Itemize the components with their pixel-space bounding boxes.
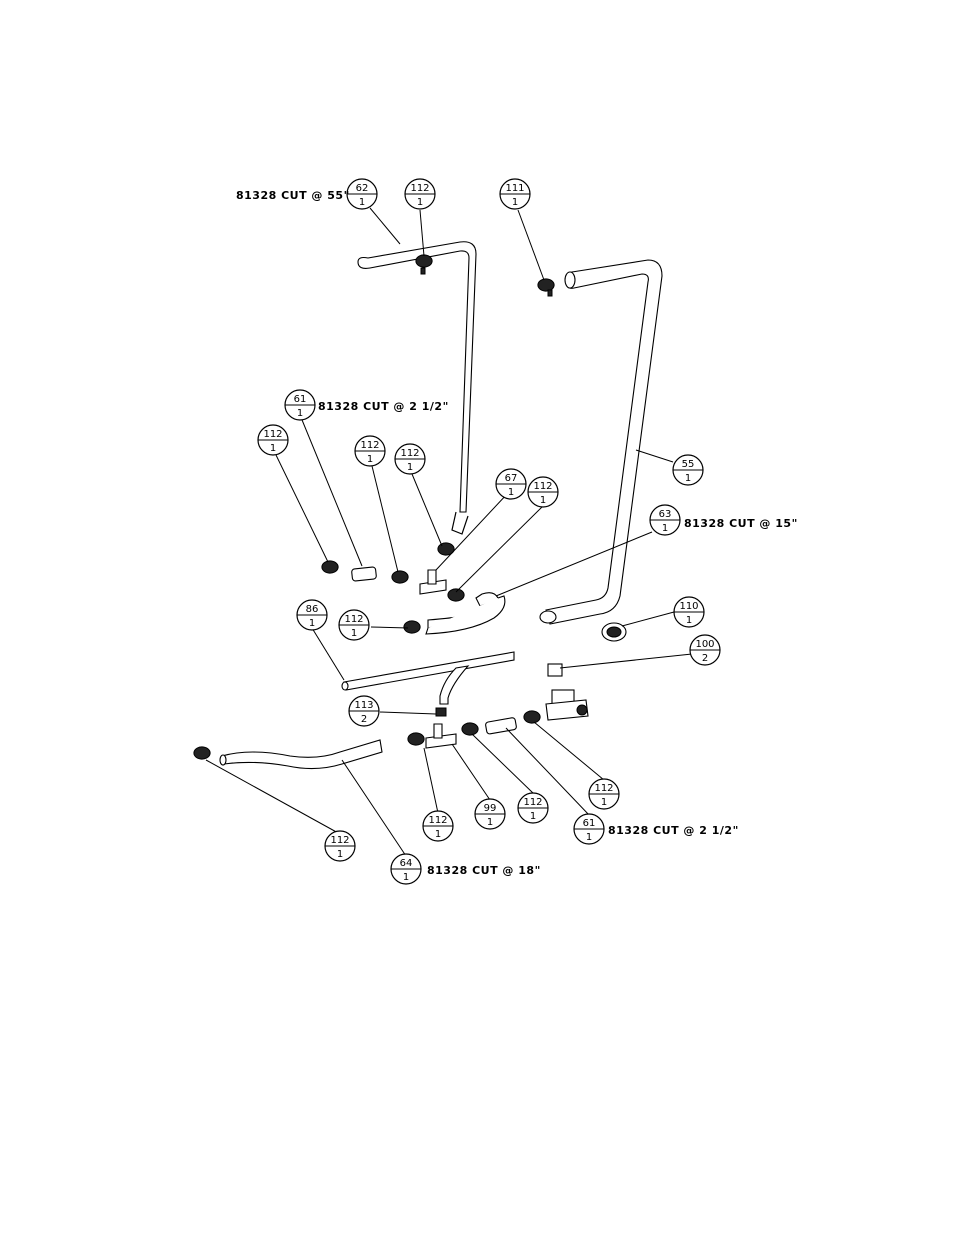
balloon-quantity: 1 bbox=[662, 523, 668, 534]
balloon-item-99: 991 bbox=[475, 799, 505, 829]
balloon-item-number: 62 bbox=[356, 183, 369, 194]
solenoid-valve-icon bbox=[546, 664, 588, 720]
cut-note-item-61-upper: 81328 CUT @ 2 1/2" bbox=[318, 400, 449, 413]
balloon-item-number: 100 bbox=[695, 639, 714, 650]
balloon-item-number: 111 bbox=[505, 183, 524, 194]
balloon-item-number: 55 bbox=[682, 459, 695, 470]
balloon-item-number: 112 bbox=[594, 783, 613, 794]
balloon-quantity: 1 bbox=[403, 872, 409, 883]
hose-clamp-icon bbox=[404, 621, 420, 633]
balloon-item-55: 551 bbox=[673, 455, 703, 485]
balloon-item-61: 611 bbox=[285, 390, 315, 420]
balloon-item-86: 861 bbox=[297, 600, 327, 630]
balloon-quantity: 1 bbox=[530, 811, 536, 822]
balloon-quantity: 1 bbox=[512, 197, 518, 208]
hose-item-64 bbox=[220, 740, 382, 769]
hose-clamp-icon bbox=[416, 255, 432, 274]
balloon-item-64: 641 bbox=[391, 854, 421, 884]
balloon-item-number: 113 bbox=[354, 700, 373, 711]
hose-clamp-icon bbox=[524, 711, 540, 723]
balloon-item-number: 110 bbox=[679, 601, 698, 612]
hose-clamp-icon bbox=[448, 589, 464, 601]
balloon-quantity: 1 bbox=[435, 829, 441, 840]
balloon-quantity: 1 bbox=[586, 832, 592, 843]
balloon-item-number: 63 bbox=[659, 509, 672, 520]
balloon-quantity: 1 bbox=[540, 495, 546, 506]
balloon-item-number: 112 bbox=[263, 429, 282, 440]
cut-note-item-62: 81328 CUT @ 55" bbox=[236, 189, 350, 202]
balloon-item-number: 61 bbox=[583, 818, 596, 829]
hose-clamp-icon bbox=[194, 747, 210, 759]
cut-notes: 81328 CUT @ 55" 81328 CUT @ 2 1/2" 81328… bbox=[236, 189, 798, 877]
hose-item-63 bbox=[426, 593, 505, 634]
tee-fitting-icon bbox=[420, 570, 446, 594]
cut-note-item-61-lower: 81328 CUT @ 2 1/2" bbox=[608, 824, 739, 837]
balloon-quantity: 1 bbox=[417, 197, 423, 208]
hose-clamp-icon bbox=[322, 561, 338, 573]
short-pipe-item-61-upper bbox=[351, 567, 376, 581]
balloon-quantity: 2 bbox=[361, 714, 367, 725]
balloon-item-61: 611 bbox=[574, 814, 604, 844]
elbow-fitting-icon bbox=[436, 708, 446, 716]
balloon-item-number: 112 bbox=[428, 815, 447, 826]
balloon-item-number: 64 bbox=[400, 858, 413, 869]
balloon-item-number: 86 bbox=[306, 604, 319, 615]
balloon-quantity: 1 bbox=[359, 197, 365, 208]
balloon-quantity: 1 bbox=[508, 487, 514, 498]
balloon-quantity: 1 bbox=[367, 454, 373, 465]
balloon-item-number: 112 bbox=[360, 440, 379, 451]
balloon-quantity: 1 bbox=[686, 615, 692, 626]
balloon-item-62: 621 bbox=[347, 179, 377, 209]
hose-clamp-icon bbox=[408, 733, 424, 745]
balloon-item-67: 671 bbox=[496, 469, 526, 499]
balloon-item-number: 112 bbox=[344, 614, 363, 625]
hose-clamp-icon bbox=[538, 279, 554, 296]
balloon-quantity: 1 bbox=[685, 473, 691, 484]
balloon-item-number: 112 bbox=[533, 481, 552, 492]
balloon-quantity: 1 bbox=[487, 817, 493, 828]
balloon-item-number: 61 bbox=[294, 394, 307, 405]
balloon-item-number: 112 bbox=[330, 835, 349, 846]
balloon-quantity: 1 bbox=[337, 849, 343, 860]
balloon-item-63: 631 bbox=[650, 505, 680, 535]
tee-fitting-icon bbox=[426, 724, 456, 748]
balloon-item-number: 99 bbox=[484, 803, 497, 814]
balloon-item-number: 112 bbox=[400, 448, 419, 459]
hose-clamp-icon bbox=[462, 723, 478, 735]
hose-item-62 bbox=[358, 242, 476, 534]
balloon-quantity: 1 bbox=[601, 797, 607, 808]
short-pipe-item-61-lower bbox=[485, 717, 517, 734]
balloon-quantity: 2 bbox=[702, 653, 708, 664]
balloon-item-number: 67 bbox=[505, 473, 518, 484]
balloon-quantity: 1 bbox=[351, 628, 357, 639]
balloon-item-number: 112 bbox=[410, 183, 429, 194]
balloon-quantity: 1 bbox=[297, 408, 303, 419]
balloon-quantity: 1 bbox=[270, 443, 276, 454]
balloon-quantity: 1 bbox=[309, 618, 315, 629]
hose-item-55 bbox=[540, 260, 662, 624]
hose-clamp-icon bbox=[392, 571, 408, 583]
balloon-item-number: 112 bbox=[523, 797, 542, 808]
cut-note-item-64: 81328 CUT @ 18" bbox=[427, 864, 541, 877]
balloon-quantity: 1 bbox=[407, 462, 413, 473]
cut-note-item-63: 81328 CUT @ 15" bbox=[684, 517, 798, 530]
